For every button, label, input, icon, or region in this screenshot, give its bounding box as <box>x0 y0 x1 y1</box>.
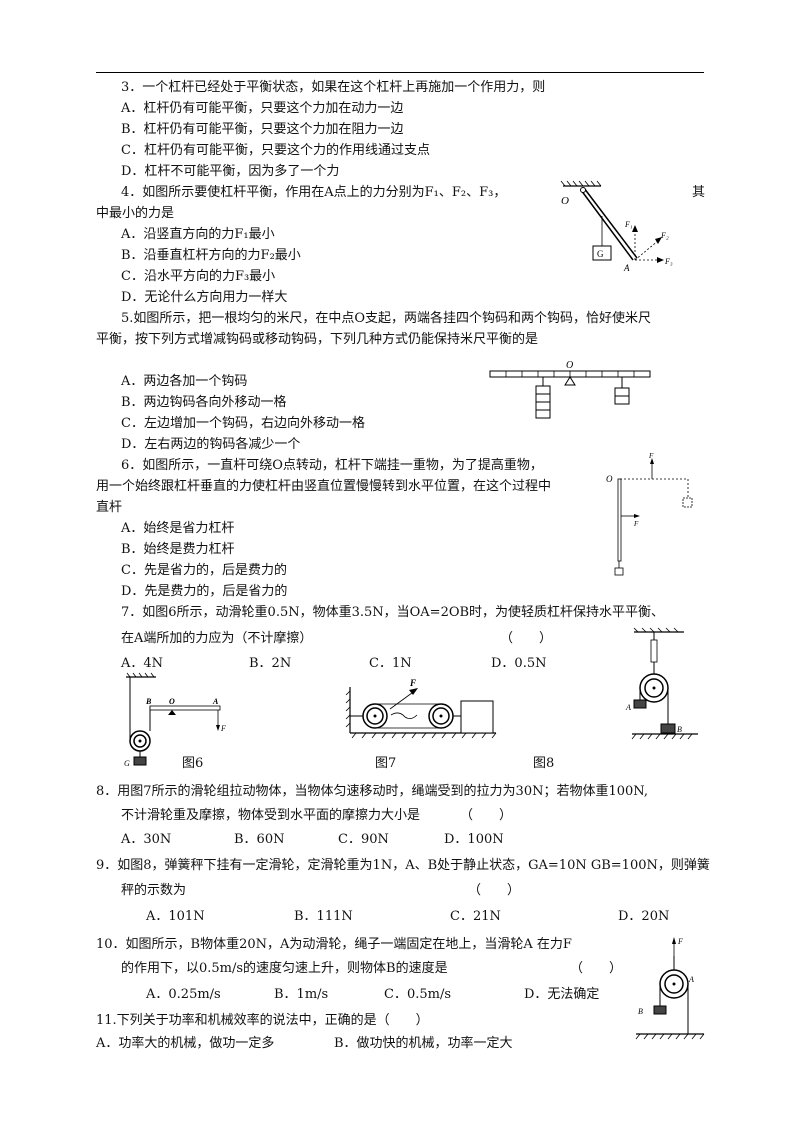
q7-stem: 7．如图6所示，动滑轮重0.5N，物体重3.5N，当OA=2OB时，为使轻质杠杆… <box>121 605 665 620</box>
fig6-f-label: F <box>220 724 226 733</box>
q4-o-label: O <box>561 195 569 207</box>
q6-f-side-label: F <box>633 520 639 528</box>
q4-stem-end: 其 <box>692 185 706 200</box>
figure-6-lever-pulley: B O A F G <box>124 672 226 768</box>
q6-o-label: O <box>606 474 613 484</box>
q5-option-c: C．左边增加一个钩码，右边向外移动一格 <box>121 416 365 431</box>
q9-option-c: C．21N <box>450 909 501 924</box>
figure-7-pulley-block: F <box>345 678 497 739</box>
fig7-f-label: F <box>409 678 416 688</box>
q5-meter-stick-figure: O <box>489 360 651 419</box>
q10-option-b: B．1m/s <box>274 987 329 1002</box>
q7-answer-blank: （ ） <box>500 631 553 646</box>
q5-option-d: D．左右两边的钩码各减少一个 <box>121 437 301 452</box>
q4-option-c: C．沿水平方向的力F₃最小 <box>121 269 276 284</box>
q4-option-d: D．无论什么方向用力一样大 <box>121 290 288 305</box>
q10-b-label: B <box>638 1007 643 1016</box>
q7-option-c: C．1N <box>369 656 412 671</box>
q3-option-d: D．杠杆不可能平衡，因为多了一个力 <box>121 164 340 179</box>
figure-8-caption: 图8 <box>533 756 555 771</box>
q5-stem-cont: 平衡，按下列方式增减钩码或移动钩码，下列几种方式仍能保持米尺平衡的是 <box>96 332 539 347</box>
q3-option-a: A．杠杆仍有可能平衡，只要这个力加在动力一边 <box>121 101 404 116</box>
q7-option-a: A．4N <box>121 656 164 671</box>
q8-answer-blank: （ ） <box>460 808 513 823</box>
figure-8-spring-scale-pulley: A B <box>625 627 698 740</box>
q9-option-b: B．111N <box>294 909 353 924</box>
q8-option-d: D．100N <box>444 832 504 847</box>
q10-f-label: F <box>677 937 683 946</box>
q10-option-c: C．0.5m/s <box>384 987 451 1002</box>
q5-o-label: O <box>566 360 573 371</box>
q10-a-label: A <box>688 975 694 984</box>
q9-option-a: A．101N <box>146 909 205 924</box>
q5-option-b: B．两边钩码各向外移动一格 <box>121 395 287 410</box>
fig6-g-label: G <box>124 759 130 768</box>
q6-rotating-rod-figure: O F F <box>606 452 693 576</box>
q10-movable-pulley-figure: F A B <box>635 937 705 1040</box>
q6-option-a: A．始终是省力杠杆 <box>121 521 235 536</box>
q11-option-b: B．做功快的机械，功率一定大 <box>334 1036 513 1051</box>
q6-option-b: B．始终是费力杠杆 <box>121 542 235 557</box>
figure-6-caption: 图6 <box>182 756 204 771</box>
q9-stem: 9．如图8，弹簧秤下挂有一定滑轮，定滑轮重为1N，A、B处于静止状态，GA=10… <box>96 858 710 873</box>
header-rule <box>96 72 704 73</box>
q10-option-a: A．0.25m/s <box>146 987 221 1002</box>
q8-stem-cont: 不计滑轮重及摩擦，物体受到水平面的摩擦力大小是 <box>121 808 421 823</box>
fig6-b-label: B <box>145 697 152 706</box>
q7-stem-cont: 在A端所加的力应为（不计摩擦） <box>121 631 313 646</box>
q8-stem: 8．用图7所示的滑轮组拉动物体，当物体匀速移动时，绳端受到的拉力为30N；若物体… <box>96 784 648 799</box>
fig8-a-label: A <box>625 703 631 712</box>
q4-f1-label: F₁ <box>624 220 633 229</box>
q3-option-c: C．杠杆仍有可能平衡，只要这个力的作用线通过支点 <box>121 143 430 158</box>
q5-stem: 5.如图所示，把一根均匀的米尺，在中点O支起，两端各挂四个钩码和两个钩码，恰好使… <box>121 311 652 326</box>
q5-option-a: A．两边各加一个钩码 <box>121 374 248 389</box>
q4-option-a: A．沿竖直方向的力F₁最小 <box>121 227 275 242</box>
q4-stem-cont: 中最小的力是 <box>96 206 175 221</box>
q6-option-d: D．先是费力的，后是省力的 <box>121 584 288 599</box>
q6-stem-end: 直杆 <box>96 500 123 515</box>
q6-option-c: C．先是省力的，后是费力的 <box>121 563 287 578</box>
q4-f3-label: F₃ <box>664 257 673 266</box>
q4-f2-label: F₂ <box>660 231 669 240</box>
q3-option-b: B．杠杆仍有可能平衡，只要这个力加在阻力一边 <box>121 122 404 137</box>
q8-option-a: A．30N <box>121 832 172 847</box>
figure-7-caption: 图7 <box>375 756 397 771</box>
fig6-o-label: O <box>169 697 175 706</box>
q11-stem: 11.下列关于功率和机械效率的说法中，正确的是（ ） <box>96 1013 429 1028</box>
q9-answer-blank: （ ） <box>468 883 521 898</box>
q6-stem-cont: 用一个始终跟杠杆垂直的力使杠杆由竖直位置慢慢转到水平位置，在这个过程中 <box>96 479 552 494</box>
q7-option-d: D．0.5N <box>491 656 547 671</box>
q4-lever-figure: O G F₁ F₂ F₃ A <box>560 180 673 273</box>
q10-answer-blank: （ ） <box>570 961 623 976</box>
q3-stem: 3．一个杠杆已经处于平衡状态，如果在这个杠杆上再施加一个作用力，则 <box>121 80 546 95</box>
fig8-b-label: B <box>677 725 682 734</box>
fig6-a-label: A <box>212 697 219 706</box>
q9-option-d: D．20N <box>618 909 670 924</box>
q6-f-top-label: F <box>648 452 654 460</box>
q10-stem: 10．如图所示，B物体重20N，A为动滑轮，绳子一端固定在地上，当滑轮A 在力F <box>96 937 572 952</box>
q7-option-b: B．2N <box>249 656 292 671</box>
q4-g-label: G <box>597 249 604 259</box>
q10-option-d: D．无法确定 <box>524 987 600 1002</box>
q9-stem-cont: 秤的示数为 <box>121 883 187 898</box>
q8-option-b: B．60N <box>234 832 285 847</box>
q6-stem: 6．如图所示，一直杆可绕O点转动，杠杆下端挂一重物，为了提高重物， <box>121 458 543 473</box>
q10-stem-cont: 的作用下，以0.5m/s的速度匀速上升，则物体B的速度是 <box>121 961 448 976</box>
q11-option-a: A．功率大的机械，做功一定多 <box>96 1036 275 1051</box>
q4-option-b: B．沿垂直杠杆方向的力F₂最小 <box>121 248 301 263</box>
q8-option-c: C．90N <box>338 832 389 847</box>
q4-a-label: A <box>623 263 630 273</box>
q4-stem: 4．如图所示要使杠杆平衡，作用在A点上的力分别为F₁、F₂、F₃， <box>121 185 507 200</box>
